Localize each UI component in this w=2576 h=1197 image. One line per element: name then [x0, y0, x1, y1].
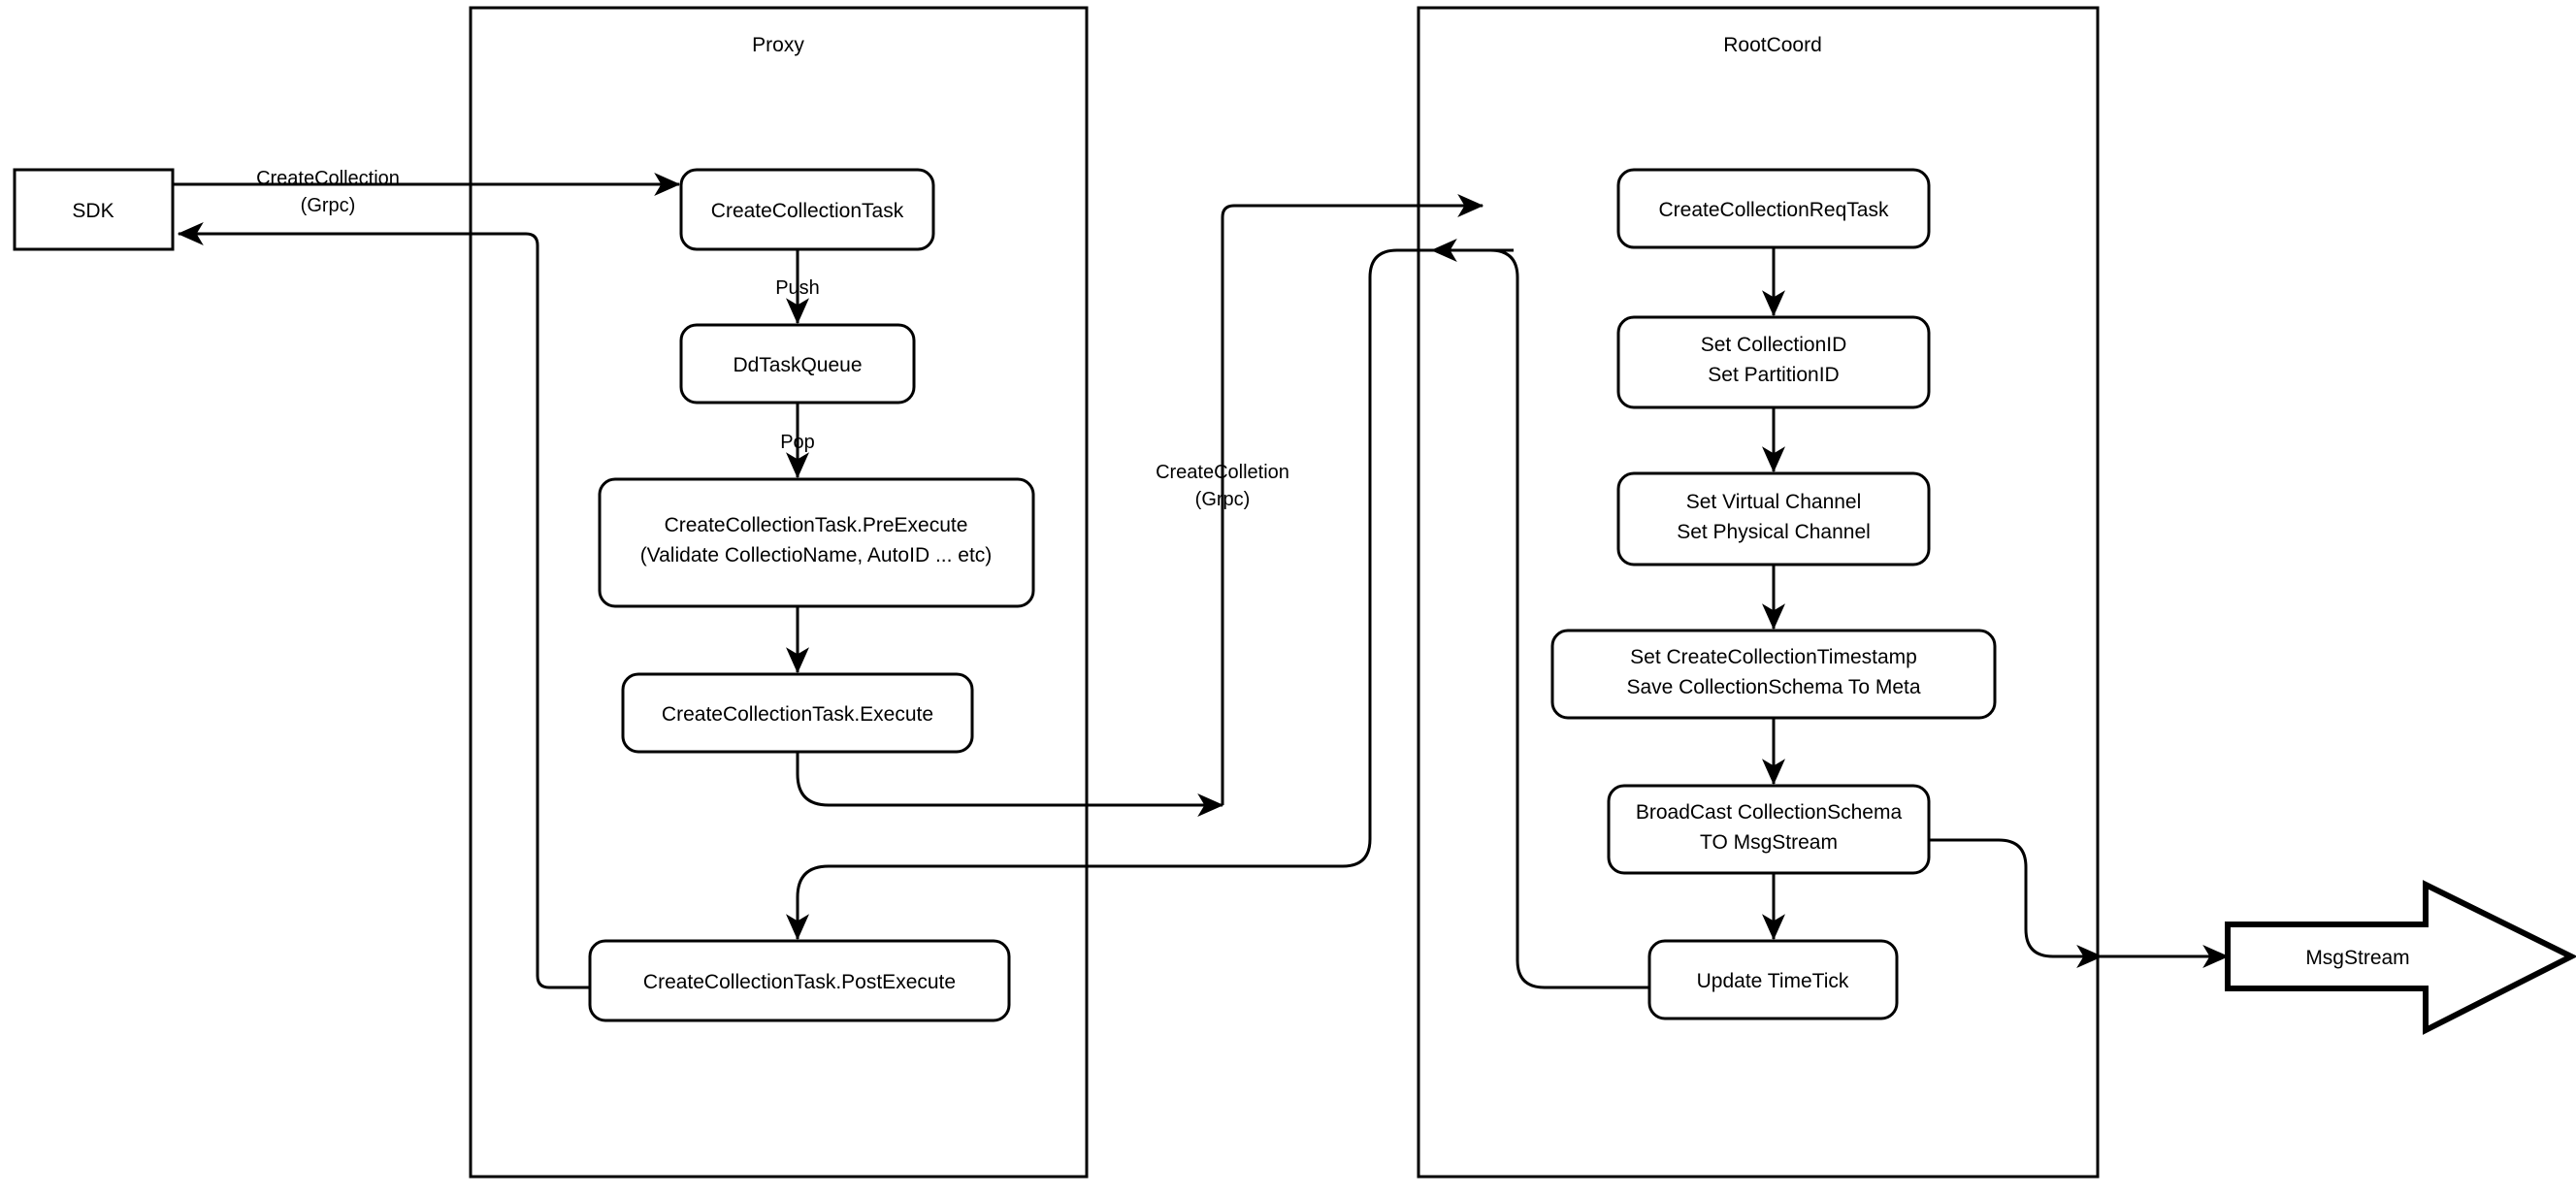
node-execute[interactable]: [621, 672, 974, 754]
node-pre-execute-label-line1: CreateCollectionTask.PreExecute: [665, 514, 968, 536]
node-set-meta[interactable]: [1550, 629, 1997, 720]
node-pre-execute-label-line2: (Validate CollectioName, AutoID ... etc): [640, 544, 993, 566]
edge-grpc-response-rail: [1098, 248, 1514, 868]
node-set-meta-label-line2: Save CollectionSchema To Meta: [1626, 676, 1920, 698]
node-set-channels[interactable]: [1616, 471, 1931, 566]
node-req-task-label: CreateCollectionReqTask: [1659, 199, 1889, 221]
node-post-execute-label: CreateCollectionTask.PostExecute: [643, 971, 956, 993]
node-set-meta-label-line1: Set CreateCollectionTimestamp: [1630, 646, 1917, 668]
node-update-timetick-label: Update TimeTick: [1697, 970, 1849, 992]
lane-rootcoord-title: RootCoord: [1723, 34, 1822, 56]
edge-label-createcollection-grpc-line2: (Grpc): [301, 195, 356, 216]
edge-grpc-request-rail: [1221, 194, 1484, 805]
node-sdk-box[interactable]: [13, 168, 175, 251]
node-broadcast-label-line1: BroadCast CollectionSchema: [1636, 801, 1903, 824]
node-msgstream-arrow[interactable]: [2225, 880, 2576, 1035]
edge-label-pop: Pop: [780, 432, 815, 453]
node-set-ids[interactable]: [1616, 315, 1931, 409]
node-post-execute[interactable]: [588, 939, 1011, 1022]
node-set-ids-label-line2: Set PartitionID: [1708, 364, 1839, 386]
edge-reply-to-postexecute: [786, 864, 1098, 941]
edge-label-createcollection-grpc-line1: CreateCollection: [256, 168, 400, 189]
edge-label-createcolletion-grpc-line1: CreateColletion: [1156, 462, 1289, 483]
node-sdk-label: SDK: [72, 200, 114, 222]
lane-proxy-title: Proxy: [752, 34, 804, 56]
node-req-task[interactable]: [1616, 168, 1931, 249]
edge-label-push: Push: [775, 277, 820, 299]
node-set-ids-label-line1: Set CollectionID: [1701, 334, 1847, 356]
node-update-timetick[interactable]: [1647, 939, 1899, 1020]
node-msgstream-label: MsgStream: [2305, 947, 2409, 969]
node-broadcast[interactable]: [1607, 784, 1931, 875]
node-dd-task-queue-label: DdTaskQueue: [733, 354, 862, 376]
node-set-channels-label-line1: Set Virtual Channel: [1686, 491, 1862, 513]
node-create-collection-task-label: CreateCollectionTask: [711, 200, 904, 222]
edge-updatetimetick-to-response: [1489, 248, 1667, 989]
edge-execute-to-rootcoord: [796, 752, 1224, 817]
node-pre-execute[interactable]: [598, 477, 1035, 608]
edge-label-createcolletion-grpc-line2: (Grpc): [1195, 489, 1251, 510]
edge-postexecute-to-sdk: [177, 222, 590, 989]
node-dd-task-queue[interactable]: [679, 323, 916, 404]
edge-broadcast-to-msgstream: [1929, 838, 2103, 968]
node-broadcast-label-line2: TO MsgStream: [1700, 831, 1838, 854]
node-set-channels-label-line2: Set Physical Channel: [1677, 521, 1871, 543]
node-create-collection-task[interactable]: [679, 168, 935, 251]
node-execute-label: CreateCollectionTask.Execute: [662, 703, 933, 726]
